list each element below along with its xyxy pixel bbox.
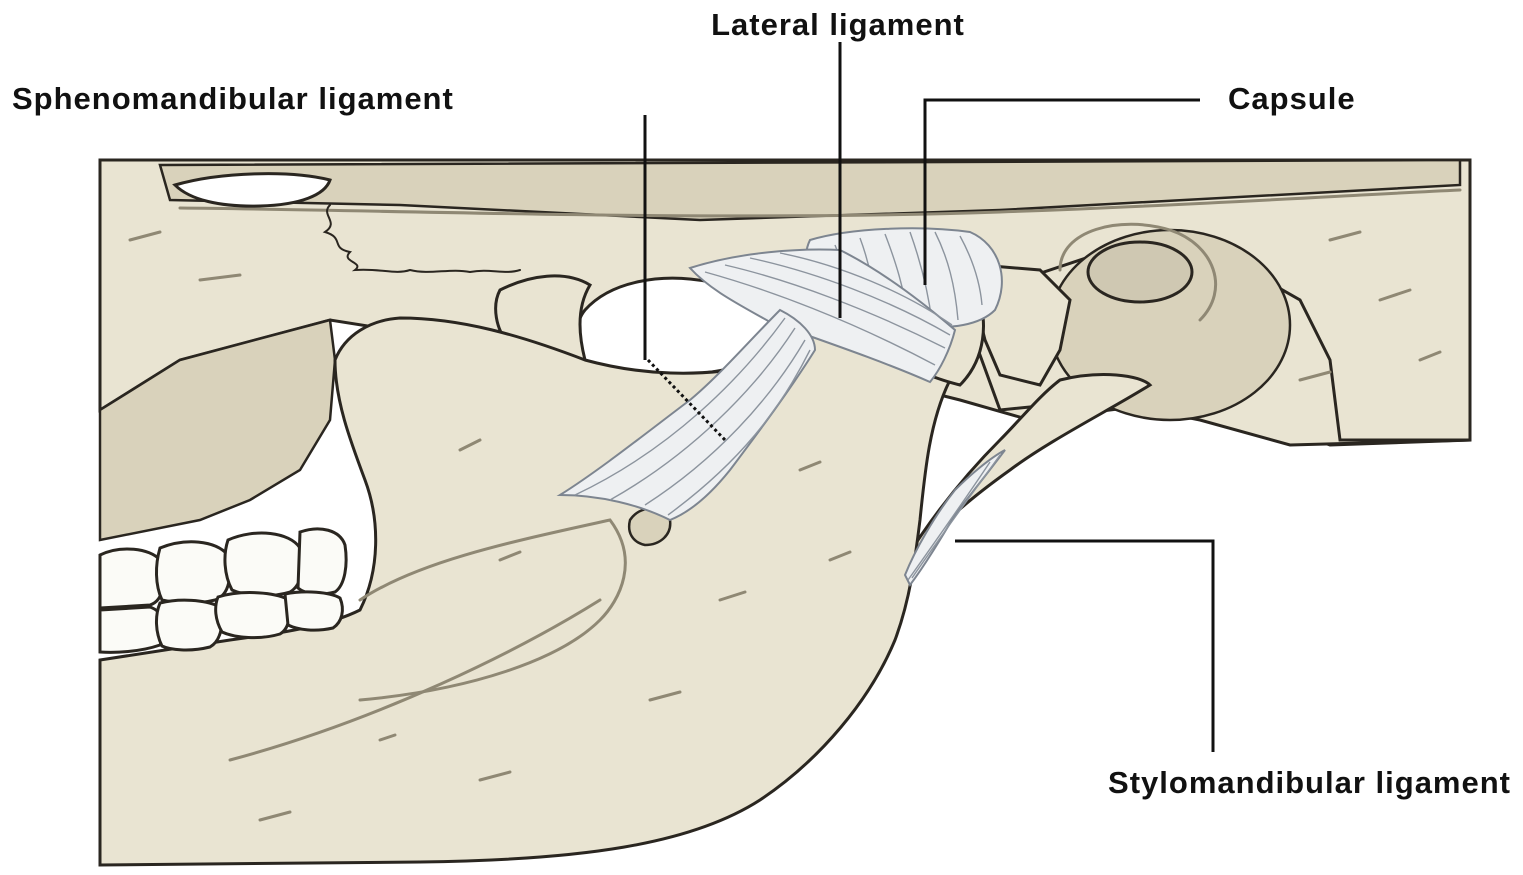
stylomandibular-leader [955,541,1213,752]
stylomandibular-ligament-label: Stylomandibular ligament [1108,765,1511,800]
tooth-8 [285,592,342,630]
lateral-ligament-label: Lateral ligament [711,7,965,42]
tooth-1 [100,549,163,608]
tooth-3 [225,533,302,596]
tooth-2 [156,542,229,603]
tooth-7 [216,593,289,638]
tooth-6 [156,600,221,650]
capsule-label: Capsule [1228,81,1356,116]
tooth-4 [298,529,346,594]
auditory-meatus [1088,242,1192,302]
anatomy-illustration [100,160,1470,865]
tooth-5 [100,607,164,652]
sphenomandibular-ligament-label: Sphenomandibular ligament [12,81,454,116]
